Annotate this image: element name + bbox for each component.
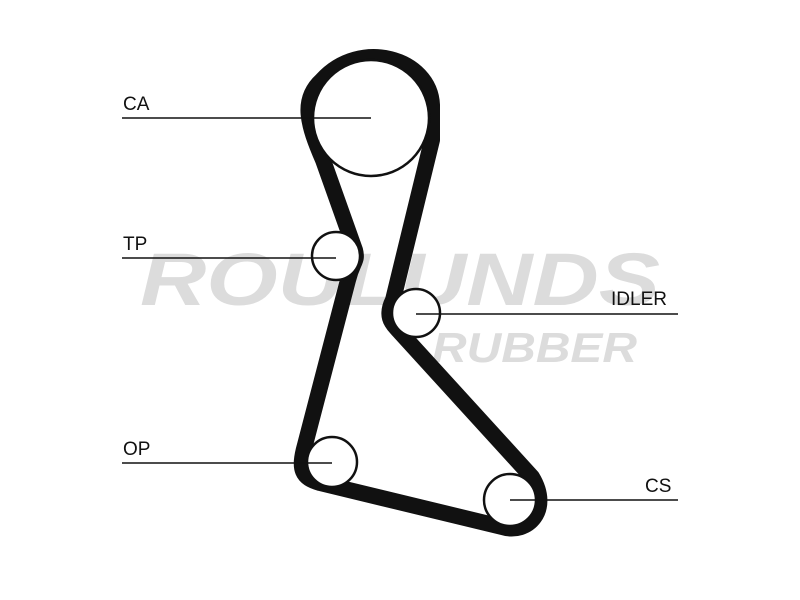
label-op: OP [123,439,150,460]
tensioner-pulley [310,230,362,282]
pulleys [305,58,538,528]
label-idler: IDLER [611,289,667,310]
leader-lines [122,117,678,501]
watermark-sub: RUBBER [432,324,638,371]
label-tp: TP [123,234,147,255]
oil-pump-pulley [305,435,359,489]
label-cs: CS [645,476,671,497]
idler-pulley [390,287,442,339]
label-ca: CA [123,94,150,115]
